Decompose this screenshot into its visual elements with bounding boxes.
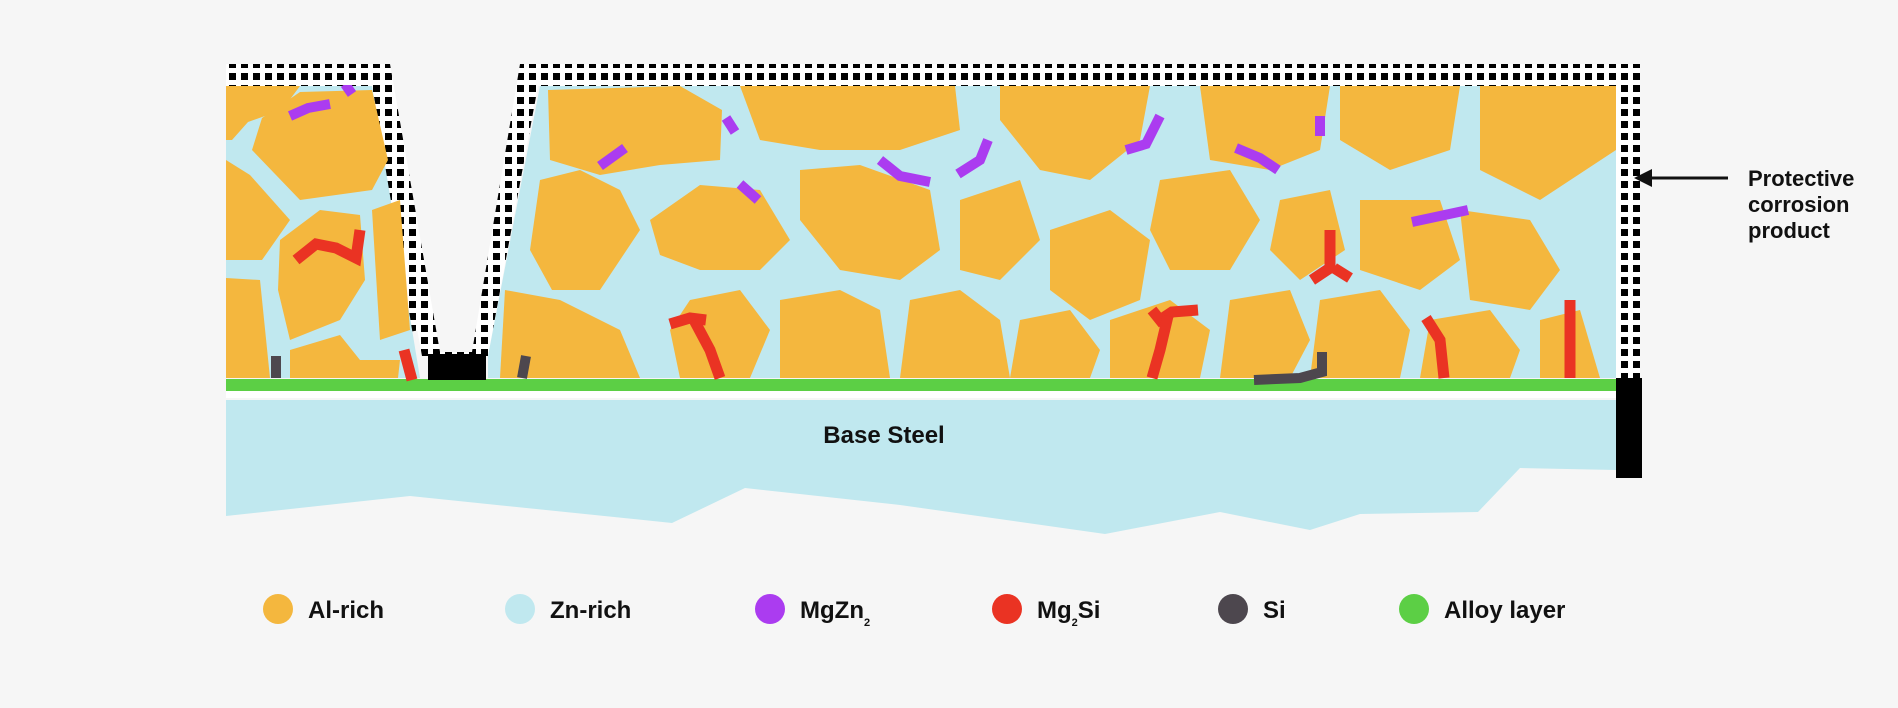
base-steel: [226, 400, 1616, 534]
base-steel-label: Base Steel: [823, 422, 944, 449]
legend-label: Si: [1263, 597, 1286, 624]
legend-item: Alloy layer: [1399, 594, 1565, 624]
legend-label-main: Alloy layer: [1444, 597, 1565, 624]
annotation-label: Protective corrosion product: [1748, 166, 1861, 243]
edge-corrosion-bar: [1616, 378, 1642, 478]
pit-bottom-deposit: [428, 354, 486, 380]
legend-label: Al-rich: [308, 597, 384, 624]
legend-swatch: [263, 594, 293, 624]
legend-item: Al-rich: [263, 594, 384, 624]
legend-swatch: [1399, 594, 1429, 624]
legend-item: Mg2Si: [992, 594, 1100, 629]
legend-label-main: Zn-rich: [550, 597, 631, 624]
legend-label-main: MgZn: [800, 597, 864, 624]
legend-swatch: [505, 594, 535, 624]
annotation-line: corrosion: [1748, 192, 1849, 217]
annotation-line: product: [1748, 218, 1831, 243]
legend-label-subscript: 2: [1072, 617, 1078, 629]
annotation-line: Protective: [1748, 166, 1854, 191]
legend-swatch: [992, 594, 1022, 624]
legend-label: Alloy layer: [1444, 597, 1565, 624]
legend-label: Mg2Si: [1037, 597, 1100, 629]
annotation-arrow: [1634, 169, 1728, 187]
legend-label-subscript: 2: [864, 617, 870, 629]
alloy-layer: [226, 379, 1616, 391]
legend-label-main: Si: [1263, 597, 1286, 624]
legend-label: Zn-rich: [550, 597, 631, 624]
legend-label: MgZn2: [800, 597, 870, 629]
legend-swatch: [755, 594, 785, 624]
interface-line: [226, 390, 1616, 398]
legend-swatch: [1218, 594, 1248, 624]
legend-label-suffix: Si: [1078, 597, 1101, 624]
legend-item: Zn-rich: [505, 594, 631, 624]
legend-item: MgZn2: [755, 594, 870, 629]
corrosion-product-band: [226, 64, 1640, 380]
legend-label-main: Al-rich: [308, 597, 384, 624]
legend-item: Si: [1218, 594, 1286, 624]
coating-layer: [226, 85, 1616, 385]
legend-label-main: Mg: [1037, 597, 1072, 624]
